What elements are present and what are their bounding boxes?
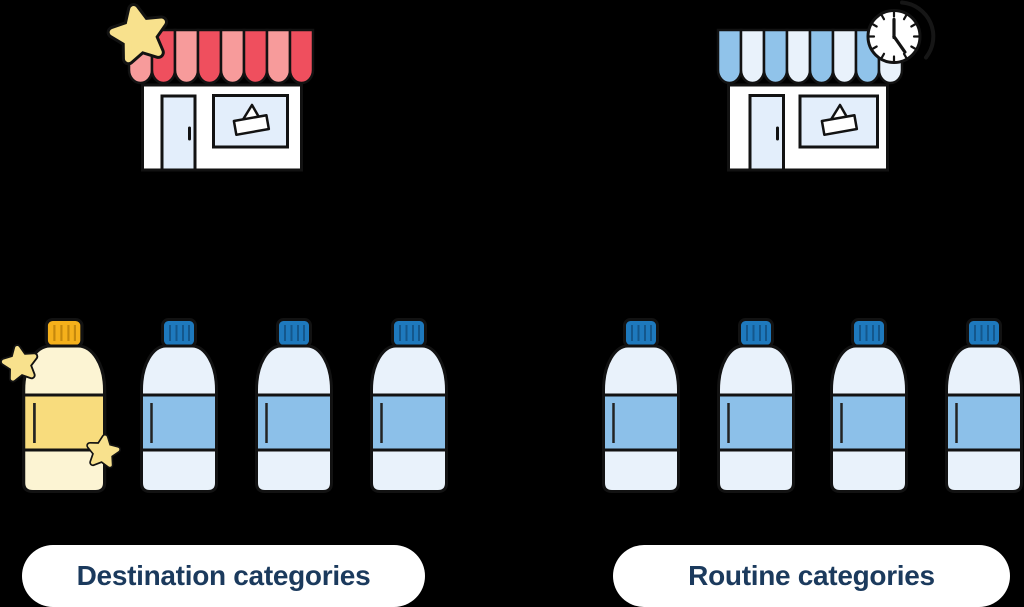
storefront-routine xyxy=(716,0,936,172)
bottle xyxy=(370,318,448,493)
awning-stripe xyxy=(288,28,315,85)
clock-icon xyxy=(866,0,936,64)
clock-tick xyxy=(871,22,878,28)
star-icon xyxy=(2,345,37,379)
clock-tick xyxy=(871,45,878,51)
awning-stripe xyxy=(173,28,200,85)
bottle xyxy=(717,318,795,493)
clock-ticks xyxy=(867,10,921,63)
clock-tick xyxy=(902,13,908,21)
clock-tick xyxy=(902,52,908,60)
bottle xyxy=(140,318,218,493)
bottle xyxy=(945,318,1023,493)
clock-tick xyxy=(910,22,917,28)
star-icon xyxy=(109,4,167,60)
destination-categories-text: Destination categories xyxy=(76,560,371,591)
awning-left xyxy=(127,28,315,85)
awning-stripe xyxy=(242,28,269,85)
awning-stripe xyxy=(808,28,835,85)
awning-stripe xyxy=(265,28,292,85)
awning-stripe xyxy=(831,28,858,85)
awning-stripe xyxy=(785,28,812,85)
awning-stripe xyxy=(219,28,246,85)
clock-tick xyxy=(880,13,886,21)
awning-stripe xyxy=(762,28,789,85)
routine-categories-label: Routine categories xyxy=(613,545,1010,607)
destination-categories-label: Destination categories xyxy=(22,545,425,607)
bottle xyxy=(602,318,680,493)
awning-stripe xyxy=(739,28,766,85)
storefront-destination xyxy=(109,4,315,172)
bottle xyxy=(255,318,333,493)
awning-stripe xyxy=(716,28,743,85)
routine-categories-text: Routine categories xyxy=(688,560,935,591)
bottle xyxy=(830,318,908,493)
clock-tick xyxy=(910,45,917,51)
awning-stripe xyxy=(196,28,223,85)
clock-tick xyxy=(880,52,886,60)
bottle-row-right xyxy=(602,318,1023,493)
bottle-row-left xyxy=(22,317,448,494)
